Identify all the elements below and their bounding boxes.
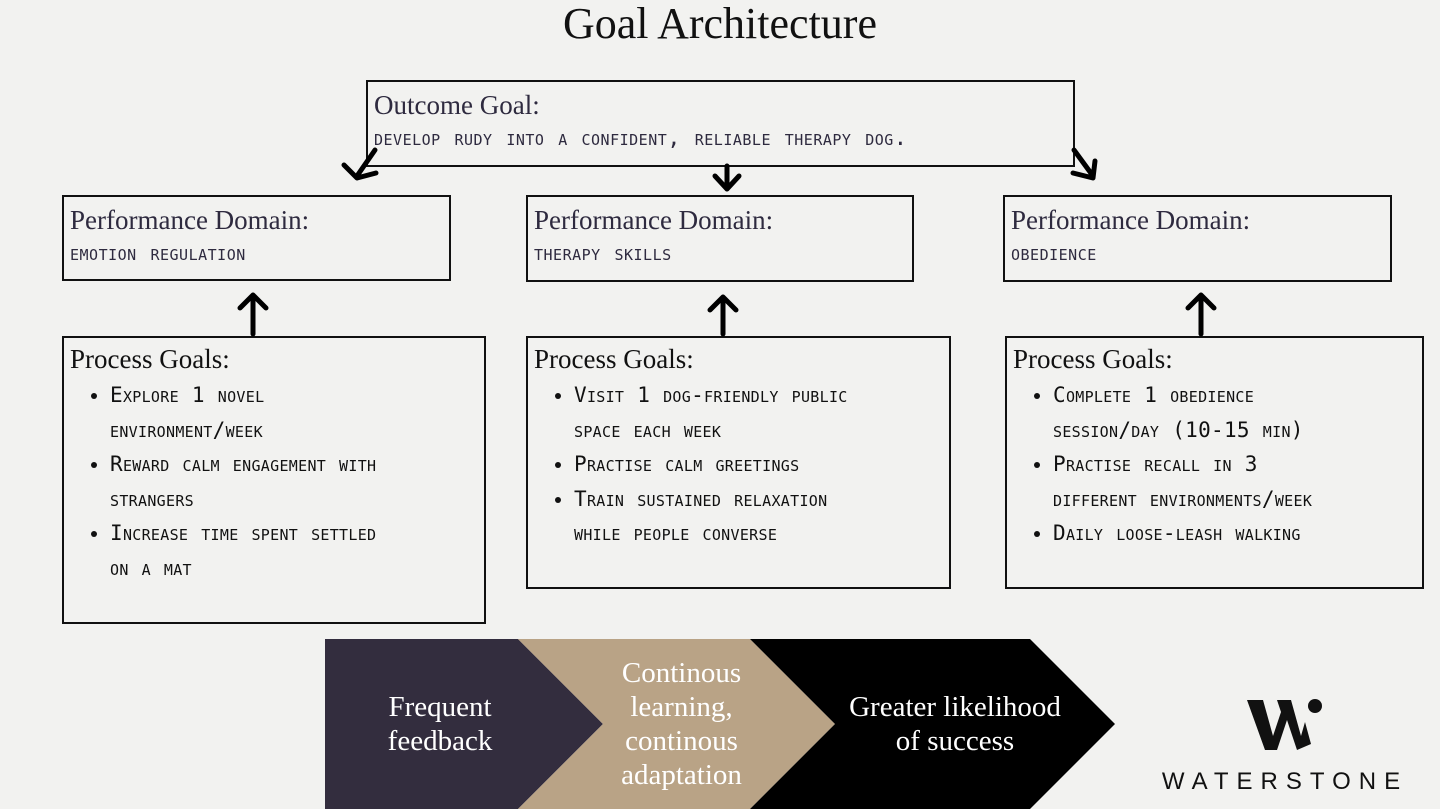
process-box-obedience: Process Goals: Complete 1 obediencesessi… [1005,336,1424,589]
domain-name: Therapy Skills [534,241,672,266]
arrow-down-right [1070,147,1098,181]
flow-step-1-text: Frequent feedback [387,691,493,757]
outcome-goal-box: Outcome Goal: Develop Rudy into a confid… [366,80,1075,167]
process-item: Practise calm greetings [574,447,949,482]
outcome-goal-label: Outcome Goal: [374,90,540,120]
flow-step-2-text: Continous learning, continous adaptation [621,657,742,791]
domain-box-emotion-regulation: Performance Domain: Emotion Regulation [62,195,451,281]
waterstone-logo: WATERSTONE [1140,694,1430,796]
arrow-up-right [1185,292,1217,337]
process-label: Process Goals: [70,344,230,374]
w-mark-icon [1247,699,1322,750]
domain-label: Performance Domain: [1011,205,1251,235]
domain-name: Obedience [1011,241,1097,266]
process-box-therapy-skills: Process Goals: Visit 1 dog-friendly publ… [526,336,951,589]
page-title: Goal Architecture [563,0,877,48]
process-label: Process Goals: [1013,344,1173,374]
logo-wordmark: WATERSTONE [1161,768,1409,795]
chevron-greater-likelihood [750,639,1115,809]
domain-label: Performance Domain: [70,205,310,235]
arrow-up-center [707,294,739,337]
domain-box-obedience: Performance Domain: Obedience [1003,195,1392,282]
arrow-down-left [341,147,379,181]
outcome-goal-text: Develop Rudy into a confident, reliable … [374,126,908,151]
process-item: Daily loose-leash walking [1053,516,1422,551]
process-box-emotion-regulation: Process Goals: Explore 1 novelenvironmen… [62,336,486,624]
domain-label: Performance Domain: [534,205,774,235]
chevron-frequent-feedback [325,639,603,809]
arrow-down-center [712,163,742,192]
arrow-up-left [237,292,269,337]
process-label: Process Goals: [534,344,694,374]
flow-step-3-text: Greater likelihood of success [849,691,1061,757]
logo-mark [1140,694,1430,760]
domain-name: Emotion Regulation [70,241,246,266]
domain-box-therapy-skills: Performance Domain: Therapy Skills [526,195,914,282]
chevron-continous-learning [518,639,835,809]
